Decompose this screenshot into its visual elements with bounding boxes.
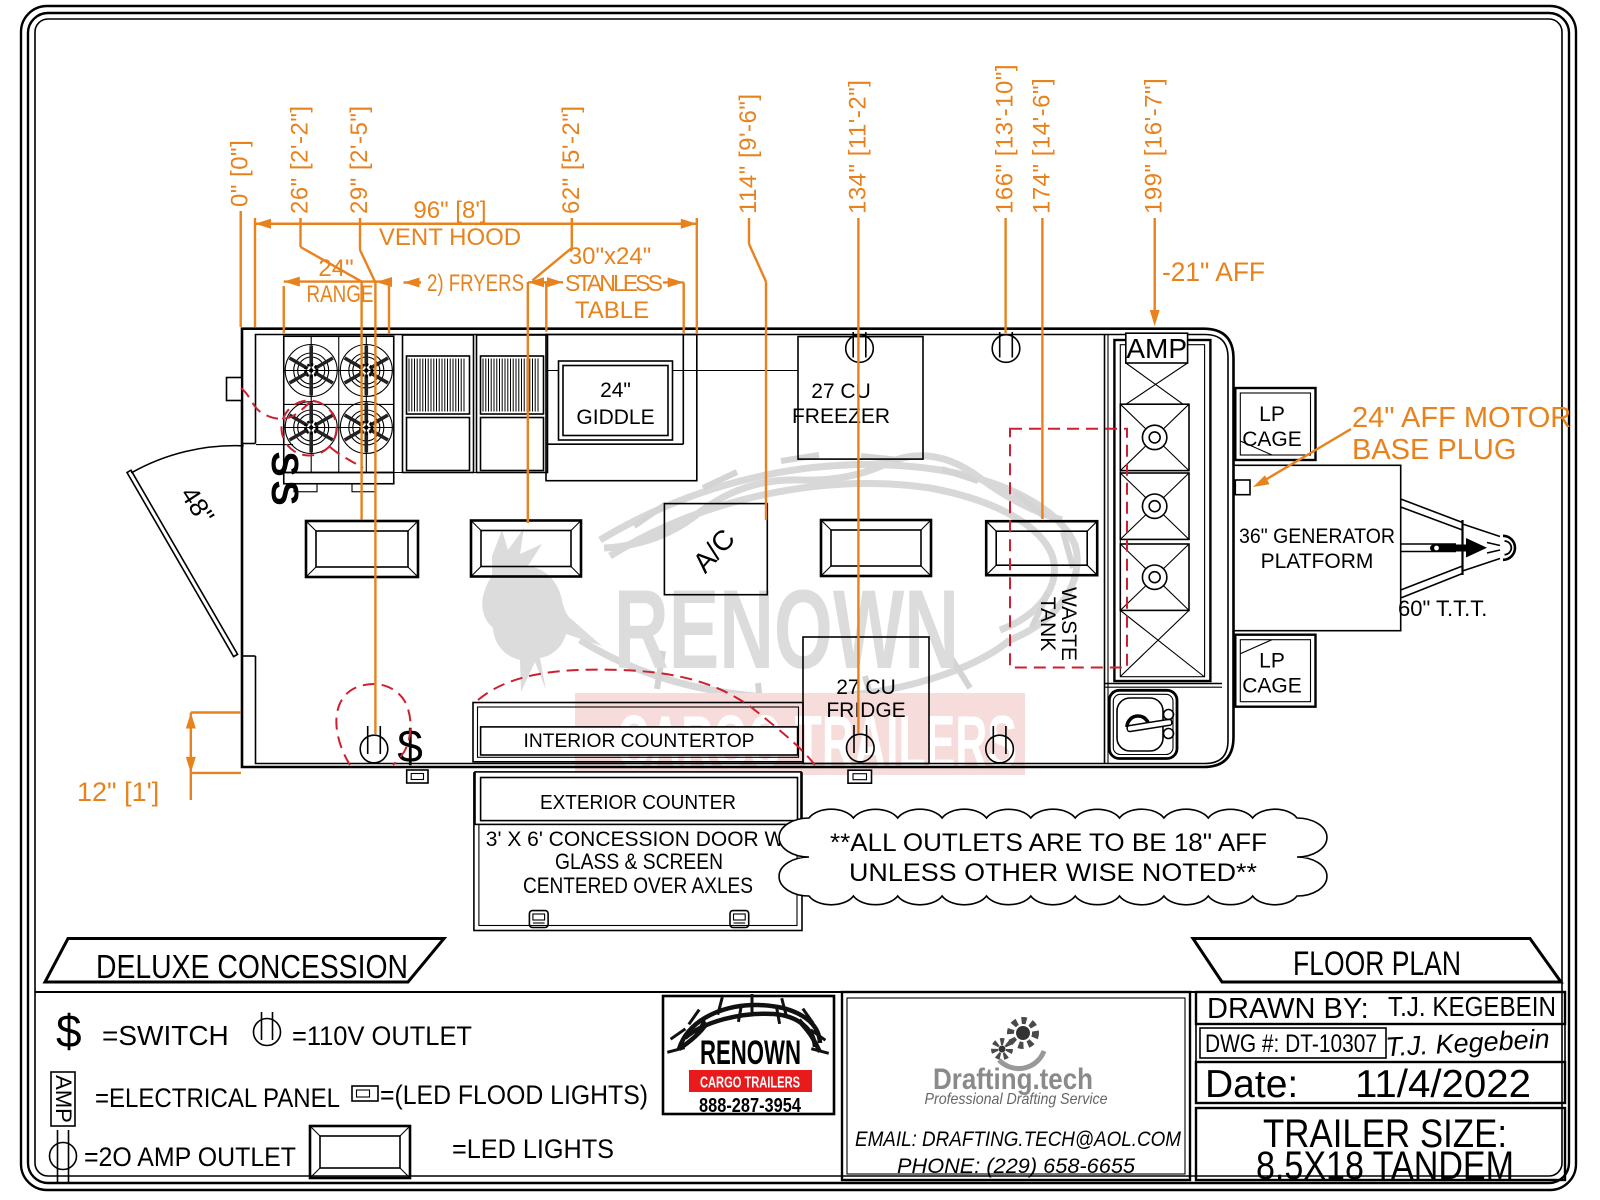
svg-text:62" [5'-2"]: 62" [5'-2"] (558, 105, 585, 214)
svg-text:=2O AMP OUTLET: =2O AMP OUTLET (84, 1142, 296, 1172)
svg-text:8.5X18 TANDEM: 8.5X18 TANDEM (1256, 1144, 1514, 1188)
svg-text:DELUXE CONCESSION: DELUXE CONCESSION (96, 948, 408, 985)
svg-text:2) FRYERS: 2) FRYERS (427, 270, 524, 297)
svg-text:96" [8']: 96" [8'] (413, 197, 486, 224)
svg-text:29" [2'-5"]: 29" [2'-5"] (346, 105, 373, 214)
svg-text:199" [16'-7"]: 199" [16'-7"] (1141, 78, 1168, 214)
svg-text:FRIDGE: FRIDGE (826, 699, 905, 722)
svg-text:24" AFF MOTOR: 24" AFF MOTOR (1352, 402, 1571, 434)
svg-text:DWG #: DT-10307: DWG #: DT-10307 (1205, 1030, 1377, 1058)
svg-text:=110V OUTLET: =110V OUTLET (292, 1021, 472, 1051)
svg-text:AMP: AMP (1126, 333, 1187, 364)
svg-text:LP: LP (1259, 403, 1285, 426)
svg-text:S: S (263, 480, 305, 505)
svg-text:WASTE: WASTE (1057, 587, 1080, 661)
svg-text:EXTERIOR COUNTER: EXTERIOR COUNTER (540, 791, 736, 814)
svg-text:FLOOR PLAN: FLOOR PLAN (1293, 945, 1461, 983)
svg-text:PLATFORM: PLATFORM (1261, 550, 1374, 573)
svg-text:PHONE: (229) 658-6655: PHONE: (229) 658-6655 (897, 1154, 1136, 1178)
svg-text:LP: LP (1259, 650, 1285, 673)
svg-text:GIDDLE: GIDDLE (576, 406, 654, 429)
svg-text:FREEZER: FREEZER (792, 405, 890, 428)
svg-text:AMP: AMP (51, 1075, 76, 1123)
svg-text:27 CU: 27 CU (811, 380, 871, 403)
svg-text:CARGO TRAILERS: CARGO TRAILERS (700, 1075, 800, 1092)
svg-text:EMAIL: DRAFTING.TECH@AOL.COM: EMAIL: DRAFTING.TECH@AOL.COM (855, 1127, 1181, 1151)
svg-text:RANGE: RANGE (307, 281, 374, 308)
svg-text:DRAWN BY:: DRAWN BY: (1207, 993, 1369, 1025)
svg-text:134" [11'-2"]: 134" [11'-2"] (844, 80, 871, 214)
svg-text:0" [0"]: 0" [0"] (227, 140, 254, 207)
svg-text:-21" AFF: -21" AFF (1162, 257, 1265, 287)
svg-text:114" [9'-6"]: 114" [9'-6"] (735, 93, 762, 214)
svg-text:T.J. KEGEBEIN: T.J. KEGEBEIN (1388, 991, 1556, 1022)
svg-text:174" [14'-6"]: 174" [14'-6"] (1028, 78, 1055, 214)
svg-text:=(LED FLOOD LIGHTS): =(LED FLOOD LIGHTS) (380, 1080, 648, 1110)
svg-text:CENTERED OVER AXLES: CENTERED OVER AXLES (523, 873, 753, 898)
svg-text:Drafting.tech: Drafting.tech (933, 1063, 1093, 1096)
svg-text:Date:: Date: (1205, 1063, 1298, 1106)
svg-text:**ALL OUTLETS ARE TO BE 18" AF: **ALL OUTLETS ARE TO BE 18" AFF (830, 829, 1267, 857)
svg-text:TABLE: TABLE (575, 297, 649, 324)
svg-text:12" [1']: 12" [1'] (77, 777, 159, 807)
svg-text:27 CU: 27 CU (836, 676, 896, 699)
svg-text:CAGE: CAGE (1242, 675, 1302, 698)
svg-text:RENOWN: RENOWN (700, 1034, 801, 1072)
svg-text:$: $ (397, 720, 423, 772)
svg-text:TRAILER SIZE:: TRAILER SIZE: (1263, 1112, 1507, 1156)
svg-text:STANLESS: STANLESS (565, 270, 663, 296)
svg-text:UNLESS OTHER WISE NOTED**: UNLESS OTHER WISE NOTED** (849, 859, 1257, 887)
svg-text:CAGE: CAGE (1242, 428, 1302, 451)
svg-text:60" T.T.T.: 60" T.T.T. (1398, 596, 1487, 621)
svg-text:Professional Drafting Service: Professional Drafting Service (925, 1091, 1108, 1108)
svg-text:=ELECTRICAL PANEL: =ELECTRICAL PANEL (95, 1083, 340, 1113)
svg-text:166" [13'-10"]: 166" [13'-10"] (992, 64, 1019, 214)
svg-text:VENT HOOD: VENT HOOD (379, 224, 521, 251)
svg-text:=SWITCH: =SWITCH (102, 1020, 229, 1051)
svg-text:888-287-3954: 888-287-3954 (699, 1095, 802, 1117)
svg-text:30"x24": 30"x24" (569, 243, 651, 270)
svg-text:11/4/2022: 11/4/2022 (1355, 1063, 1531, 1106)
svg-text:=LED LIGHTS: =LED LIGHTS (452, 1134, 614, 1164)
svg-text:36" GENERATOR: 36" GENERATOR (1239, 525, 1395, 548)
svg-text:S: S (263, 451, 305, 476)
svg-text:RENOWN: RENOWN (614, 567, 959, 692)
svg-text:INTERIOR COUNTERTOP: INTERIOR COUNTERTOP (524, 731, 755, 752)
svg-text:3' X 6' CONCESSION DOOR W/: 3' X 6' CONCESSION DOOR W/ (486, 828, 791, 851)
svg-text:24": 24" (600, 379, 631, 402)
svg-text:26" [2'-2"]: 26" [2'-2"] (287, 105, 314, 214)
svg-text:BASE PLUG: BASE PLUG (1352, 434, 1516, 466)
svg-text:$: $ (56, 1005, 82, 1057)
svg-text:GLASS & SCREEN: GLASS & SCREEN (555, 849, 723, 874)
svg-text:TANK: TANK (1036, 597, 1059, 651)
